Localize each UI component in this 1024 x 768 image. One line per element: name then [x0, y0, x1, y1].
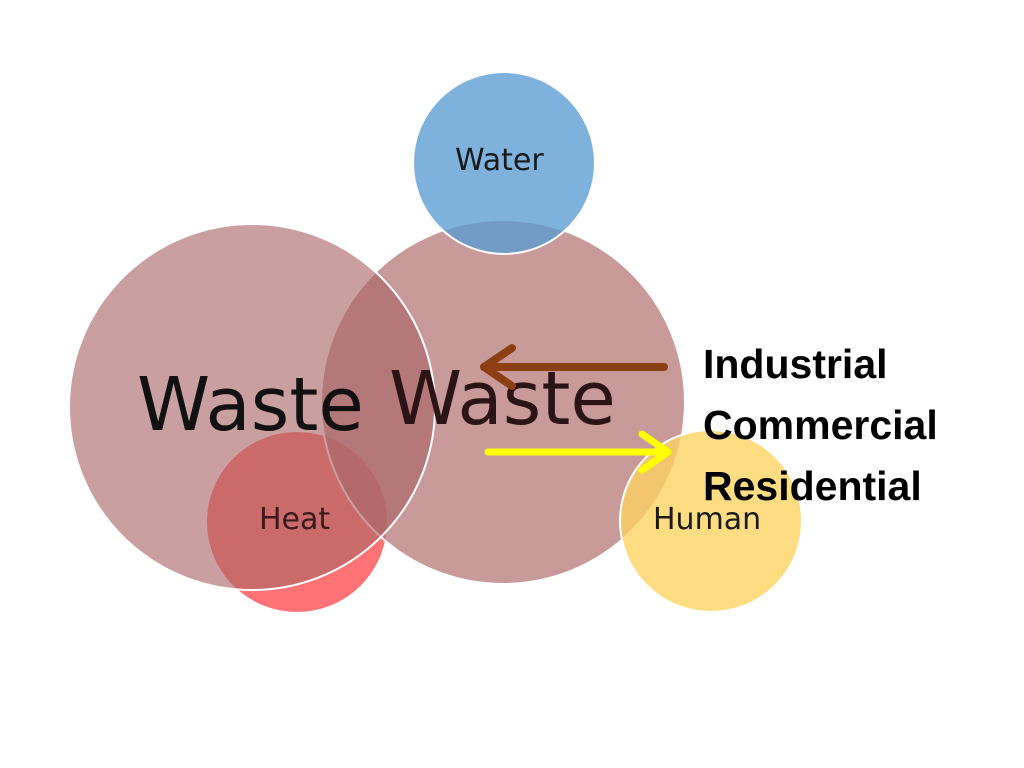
heat-label: Heat: [259, 502, 331, 537]
inflow-arrow: [480, 344, 668, 390]
human-label: Human: [653, 502, 762, 537]
waste-left-circle: [68, 223, 436, 591]
sector-list: Industrial Commercial Residential: [703, 334, 938, 517]
sector-industrial: Industrial: [703, 341, 888, 387]
water-label: Water: [455, 143, 544, 178]
sector-commercial: Commercial: [703, 402, 938, 448]
waste-left-label: Waste: [137, 362, 364, 448]
sector-residential: Residential: [703, 463, 922, 509]
human-circle: [619, 429, 803, 613]
waste-right-label: Waste: [389, 356, 616, 442]
outflow-arrow: [484, 430, 672, 474]
water-circle: [412, 71, 596, 255]
